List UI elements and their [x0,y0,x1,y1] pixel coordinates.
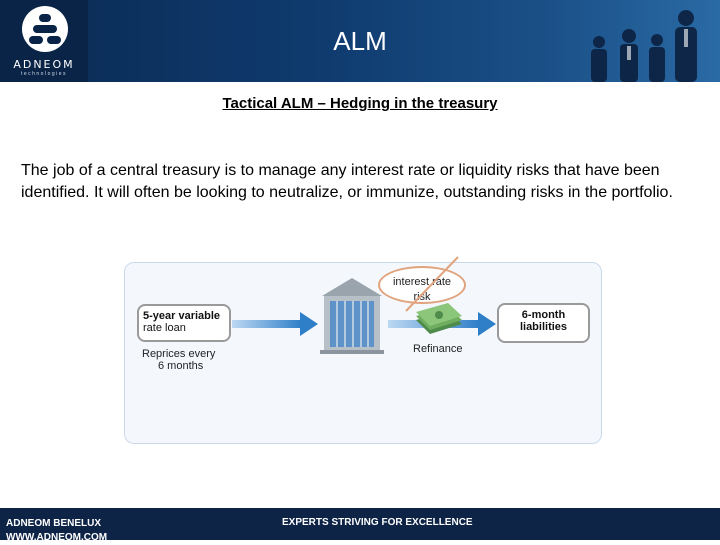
footer-bar: ADNEOM BENELUX WWW.ADNEOM.COM EXPERTS ST… [0,508,720,540]
bank-building-icon [320,278,384,354]
strike-through-icon [400,255,462,313]
footer-url: WWW.ADNEOM.COM [6,531,107,545]
footer-company: ADNEOM BENELUX WWW.ADNEOM.COM [6,517,107,545]
reprice-note: Reprices every 6 months [142,348,215,372]
refinance-label: Refinance [413,343,463,355]
right-box-line-1: 6-month [503,309,584,321]
liabilities-box: 6-month liabilities [497,303,590,343]
variable-rate-loan-box: 5-year variable rate loan [137,304,231,342]
footer-company-name: ADNEOM BENELUX [6,517,107,531]
reprice-note-line-2: 6 months [142,360,215,372]
left-box-line-1: 5-year variable [143,310,225,322]
reprice-note-line-1: Reprices every [142,348,215,360]
footer-tagline: EXPERTS STRIVING FOR EXCELLENCE [282,517,473,528]
right-box-line-2: liabilities [503,321,584,333]
arrow-left-icon [232,312,318,336]
left-box-line-2: rate loan [143,322,225,334]
